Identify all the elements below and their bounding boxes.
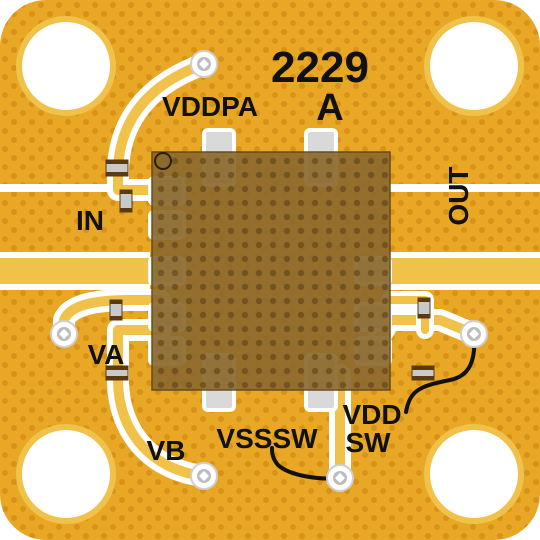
smd-components	[105, 159, 435, 381]
test-points	[50, 50, 488, 492]
vddpa-label: VDDPA	[162, 91, 258, 122]
testpoint-vsssw	[326, 464, 354, 492]
revision-label: A	[316, 87, 343, 129]
pin1-marker	[154, 152, 172, 170]
testpoint-vddpa	[190, 50, 218, 78]
testpoint-vddsw	[460, 320, 488, 348]
capacitor-c2	[119, 189, 133, 213]
capacitor-c5	[417, 297, 431, 319]
testpoint-va	[50, 320, 78, 348]
rf-output-line	[388, 184, 540, 290]
vdd-label: VDD	[342, 399, 401, 430]
capacitor-c6	[411, 365, 435, 381]
silkscreen-labels: 2229 A VDDPA IN OUT VA VB VSSSW VDD SW	[76, 43, 474, 466]
capacitor-c4	[105, 365, 129, 381]
mounting-hole-top-right	[424, 16, 524, 116]
vsssw-label: VSSSW	[216, 423, 318, 454]
vb-label: VB	[147, 435, 186, 466]
capacitor-c3	[109, 299, 123, 321]
mounting-hole-bottom-left	[16, 424, 116, 524]
va-label: VA	[88, 339, 125, 370]
testpoint-vb	[190, 462, 218, 490]
capacitor-c1	[105, 159, 129, 177]
mounting-hole-top-left	[16, 16, 116, 116]
chip-package	[151, 151, 391, 391]
sw-label: SW	[345, 427, 391, 458]
mounting-hole-bottom-right	[424, 424, 524, 524]
wire-jumpers	[270, 332, 477, 481]
rf-input-line	[0, 184, 152, 290]
part-number-label: 2229	[271, 43, 369, 92]
in-label: IN	[76, 205, 104, 236]
out-label: OUT	[443, 166, 474, 225]
